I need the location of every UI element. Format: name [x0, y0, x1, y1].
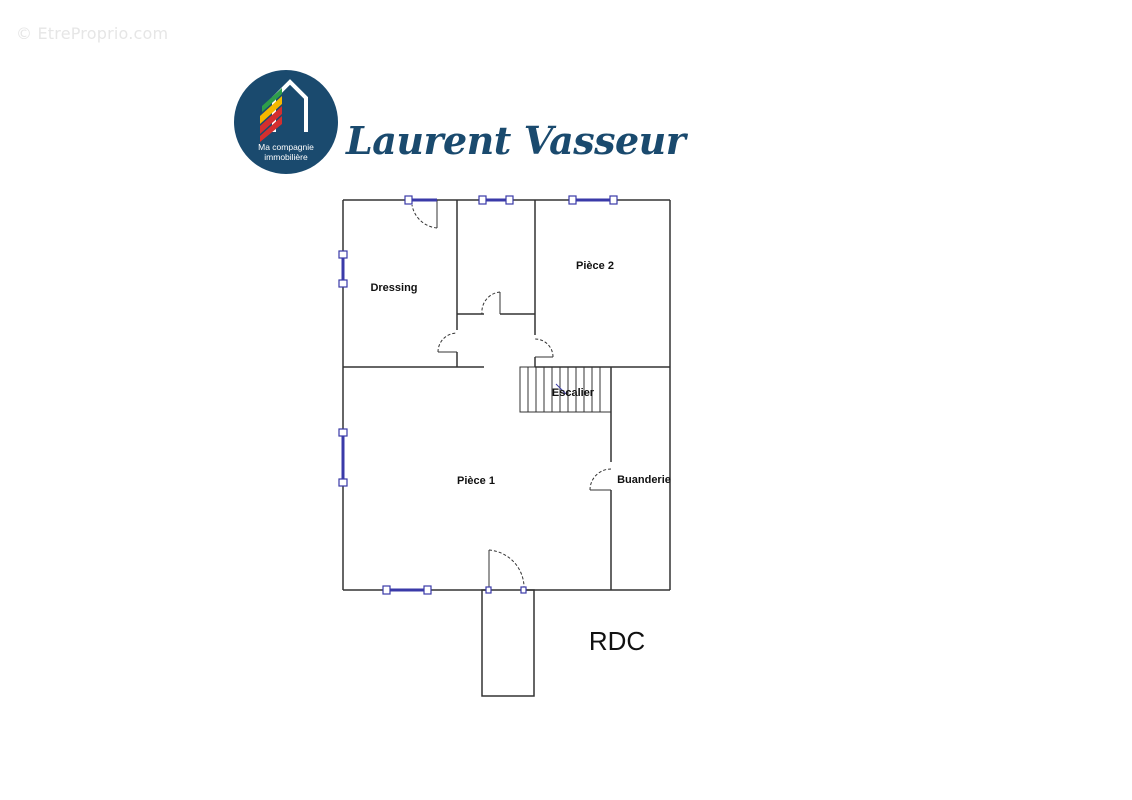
badge-line2: immobilière: [264, 152, 308, 162]
room-label-piece1: Pièce 1: [457, 475, 495, 487]
company-logo-badge: Ma compagnie immobilière: [234, 70, 338, 174]
entry-porch: [481, 589, 535, 697]
room-label-piece2: Pièce 2: [576, 260, 614, 272]
door-buanderie-arc: [589, 468, 612, 491]
door-dressing-lower-arc: [437, 332, 458, 353]
room-label-escalier: Escalier: [552, 387, 595, 399]
badge-line1: Ma compagnie: [258, 142, 314, 152]
door-entry-arc: [488, 549, 525, 591]
stairs-outline: [519, 366, 612, 413]
level-label: RDC: [589, 626, 645, 656]
agent-name: Laurent Vasseur: [346, 118, 686, 163]
room-label-dressing: Dressing: [370, 282, 417, 294]
door-closet-arc: [481, 291, 501, 315]
windows: [338, 195, 618, 595]
room-label-buanderie: Buanderie: [617, 474, 671, 486]
watermark: © EtreProprio.com: [16, 24, 169, 43]
logo-stripe-green: [262, 88, 282, 112]
logo-stripe-red: [260, 106, 282, 134]
door-dressing-arc: [411, 204, 438, 229]
logo-stripe-yellow: [260, 96, 282, 124]
logo-stripe-red-2: [260, 116, 282, 142]
doors: [411, 200, 612, 591]
logo-circle: [234, 70, 338, 174]
stairs-arrow: [555, 383, 567, 395]
door-piece2-arc: [534, 338, 554, 358]
walls: [342, 199, 671, 697]
stairs: [519, 366, 612, 413]
